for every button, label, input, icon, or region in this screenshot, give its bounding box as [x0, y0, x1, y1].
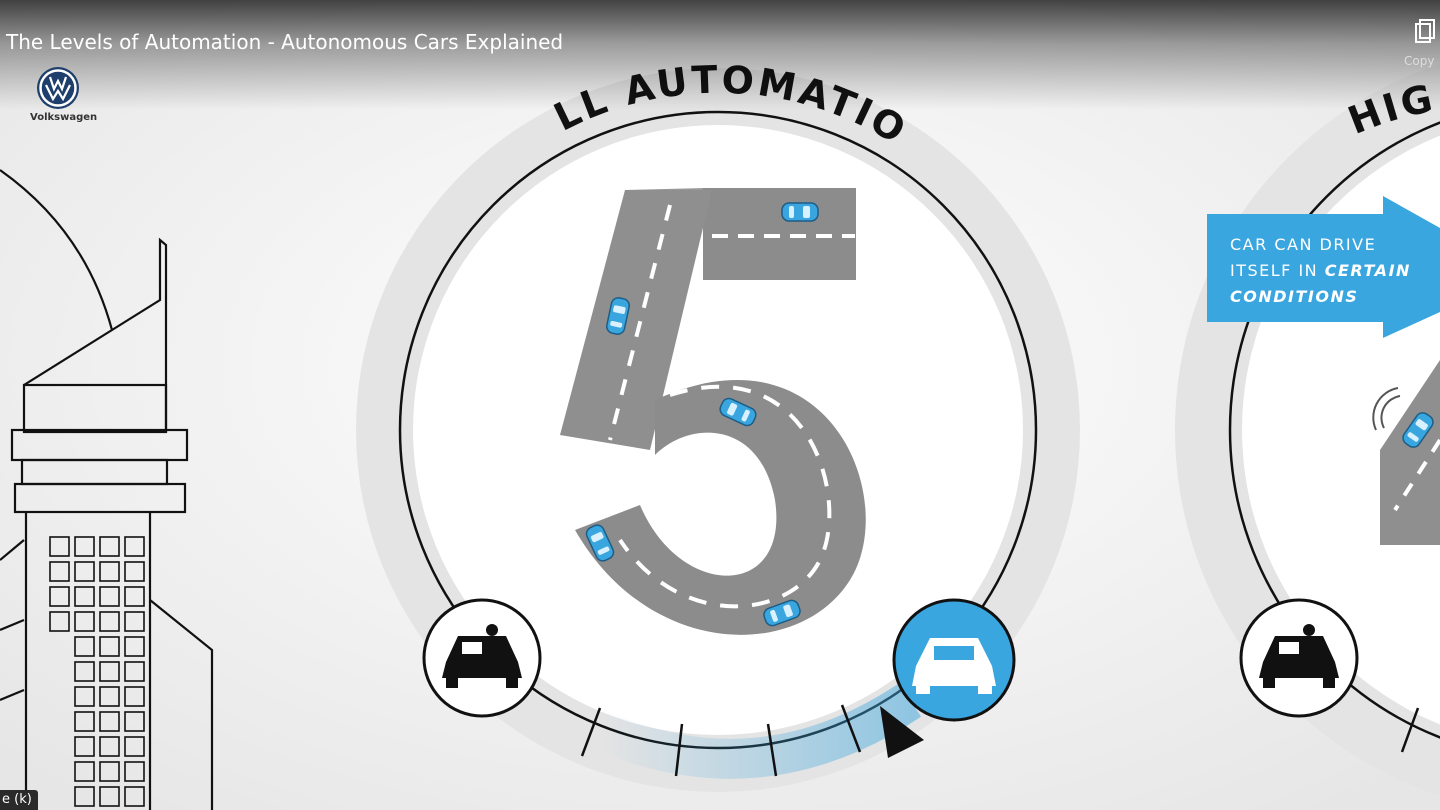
next-manual-driver-badge: [1239, 598, 1359, 718]
callout-line-3: CONDITIONS: [1230, 287, 1359, 306]
arc-ticks: [580, 704, 862, 777]
copy-link-icon[interactable]: [1406, 16, 1440, 76]
level-number-road: [560, 188, 866, 635]
building-windows: [49, 536, 145, 807]
callout-line-2-plain: ITSELF IN: [1230, 261, 1325, 280]
next-arc-ticks: [1400, 707, 1420, 753]
copy-link-label: Copy: [1404, 54, 1435, 68]
callout-arrow: [1207, 196, 1440, 338]
channel-name: Volkswagen: [30, 112, 98, 123]
manual-driver-badge: [422, 598, 542, 718]
callout-text: CAR CAN DRIVE ITSELF IN CERTAIN CONDITIO…: [1230, 232, 1411, 310]
volkswagen-logo-icon[interactable]: [36, 66, 80, 110]
callout-line-1: CAR CAN DRIVE: [1230, 235, 1377, 254]
next-level-ring-track: [1228, 121, 1440, 739]
arc-pointer-icon: [880, 706, 924, 758]
video-title[interactable]: The Levels of Automation - Autonomous Ca…: [6, 30, 564, 54]
callout-line-2-emphasis: CERTAIN: [1324, 261, 1411, 280]
video-top-overlay: [0, 0, 1440, 110]
callout-line-2: ITSELF IN CERTAIN: [1230, 258, 1411, 284]
next-level-road: [1372, 360, 1440, 545]
progress-arc: [591, 683, 922, 779]
keyboard-shortcut-tooltip: e (k): [0, 790, 38, 810]
autonomous-car-badge: [892, 598, 1016, 722]
building-illustration: [0, 169, 214, 810]
